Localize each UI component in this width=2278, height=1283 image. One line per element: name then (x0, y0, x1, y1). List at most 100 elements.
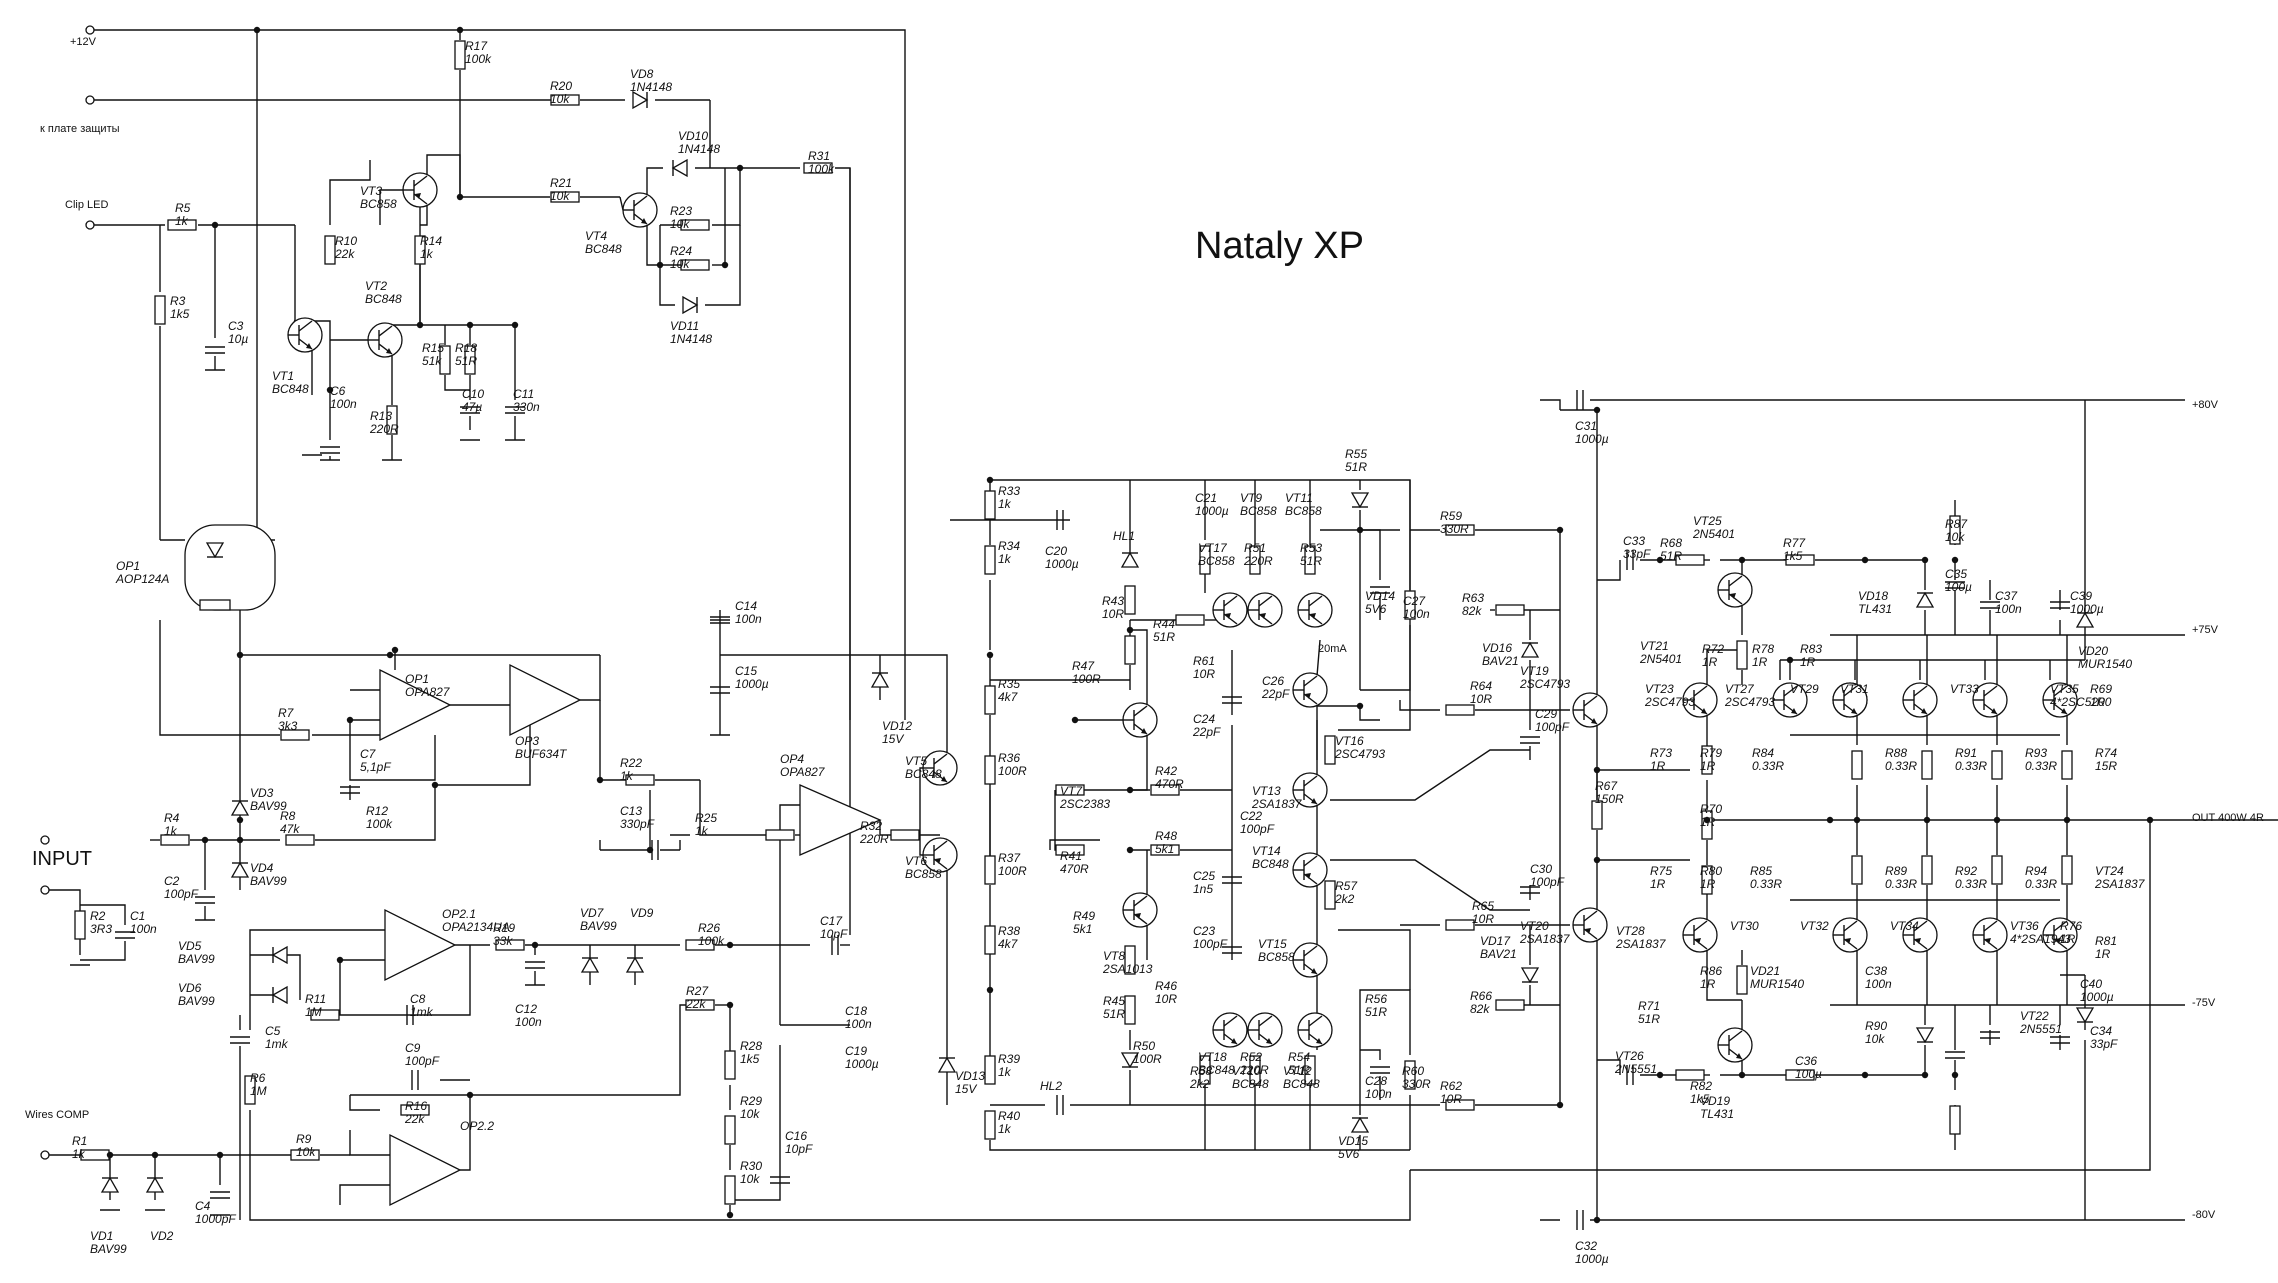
component-ref: R37 (998, 851, 1021, 865)
component-ref: R70 (1700, 802, 1722, 816)
transistor-collector (1728, 1030, 1743, 1042)
junction-dot (531, 941, 539, 949)
transistor-emitter (1693, 938, 1708, 950)
resistor (74, 910, 86, 940)
diode (100, 1176, 120, 1193)
component-value: 470R (1060, 862, 1089, 876)
wire (80, 904, 126, 925)
component-ref: VD13 (955, 1069, 985, 1083)
component-ref: VT35 (2050, 682, 2079, 696)
junction-dot (986, 651, 994, 659)
transistor-collector (298, 320, 313, 332)
component-ref: C27 (1403, 594, 1426, 608)
transistor-emitter (2053, 938, 2068, 950)
junction-dot (1556, 1101, 1564, 1109)
resistor (290, 1149, 320, 1161)
component-ref: R14 (420, 234, 442, 248)
component-ref: C20 (1045, 544, 1067, 558)
component-ref: VD11 (670, 319, 699, 333)
diode (2075, 611, 2095, 628)
component-value: BAV99 (90, 1242, 127, 1256)
wire (659, 225, 675, 306)
component-ref: C33 (1623, 534, 1645, 548)
resistor (680, 219, 710, 231)
component-value: 1R (1700, 877, 1716, 891)
component-value: 100k (465, 52, 492, 66)
component-ref: R56 (1365, 992, 1387, 1006)
pnp-arrow (1585, 928, 1591, 934)
diode (230, 861, 250, 878)
component-value: 1N4148 (630, 80, 672, 94)
component-value: 51R (1300, 554, 1322, 568)
component-value: 10µ (228, 332, 248, 346)
component-ref: R63 (1462, 591, 1484, 605)
pnp-arrow (1915, 938, 1921, 944)
component-value: 100pF (164, 887, 199, 901)
component-value: 1k (72, 1147, 86, 1161)
component-ref: R27 (686, 984, 709, 998)
component-value: 10R (1470, 692, 1492, 706)
component-value: 10k (550, 189, 570, 203)
component-value: BAV21 (1482, 654, 1519, 668)
resistor (154, 295, 166, 325)
component-ref: R43 (1102, 594, 1124, 608)
component-ref: C22 (1240, 809, 1262, 823)
component-ref: R6 (250, 1071, 266, 1085)
component-value: 1R (2090, 695, 2106, 709)
component-value: 1mk (265, 1037, 289, 1051)
junction-dot (1071, 716, 1079, 724)
component-ref: R33 (998, 484, 1020, 498)
wire (349, 720, 436, 781)
component-ref: VD14 (1365, 589, 1395, 603)
component-value: 33k (493, 934, 513, 948)
transistor-collector (1728, 575, 1743, 587)
component-ref: R89 (1885, 864, 1907, 878)
transistor-emitter (1258, 613, 1273, 625)
component-ref: R42 (1155, 764, 1177, 778)
npn-arrow (1791, 708, 1797, 714)
junction-dot (1593, 766, 1601, 774)
opamp (389, 1133, 462, 1207)
component-value: 470R (1155, 777, 1184, 791)
junction-dot (236, 651, 244, 659)
transistor-emitter (1133, 913, 1148, 925)
component-ref: R2 (90, 909, 106, 923)
component-value: 2N5401 (1692, 527, 1735, 541)
junction-dot (1593, 856, 1601, 864)
component-ref: R9 (296, 1132, 312, 1146)
component-value: 3R3 (90, 922, 112, 936)
component-ref: VD19 (1700, 1094, 1730, 1108)
component-value: 10k (740, 1172, 760, 1186)
component-ref: VT1 (272, 369, 294, 383)
wire (420, 204, 428, 226)
component-ref: VT6 (905, 854, 927, 868)
component-ref: C26 (1262, 674, 1284, 688)
component-ref: R84 (1752, 746, 1774, 760)
pnp-arrow (935, 858, 941, 864)
resistor (1495, 999, 1525, 1011)
opamp (384, 908, 457, 982)
transistor-collector (1983, 685, 1998, 697)
component-value: AOP124A (115, 572, 169, 586)
resistor (1445, 524, 1475, 536)
resistor (1055, 784, 1085, 796)
component-ref: R47 (1072, 659, 1095, 673)
component-ref: R53 (1300, 541, 1322, 555)
resistor (890, 829, 920, 841)
component-value: 51R (1103, 1007, 1125, 1021)
resistor (464, 345, 476, 375)
wire (1360, 1049, 1381, 1060)
junction-dot (201, 836, 209, 844)
wire (379, 189, 403, 225)
resistor (1124, 635, 1136, 665)
component-ref: R35 (998, 677, 1020, 691)
component-value: 51R (1153, 630, 1175, 644)
junction-dot (1593, 406, 1601, 414)
component-value: 100µ (1795, 1067, 1822, 1081)
component-ref: VT19 (1520, 664, 1549, 678)
transistor-collector (1693, 685, 1708, 697)
component-ref: R88 (1885, 746, 1907, 760)
wire (835, 167, 851, 720)
